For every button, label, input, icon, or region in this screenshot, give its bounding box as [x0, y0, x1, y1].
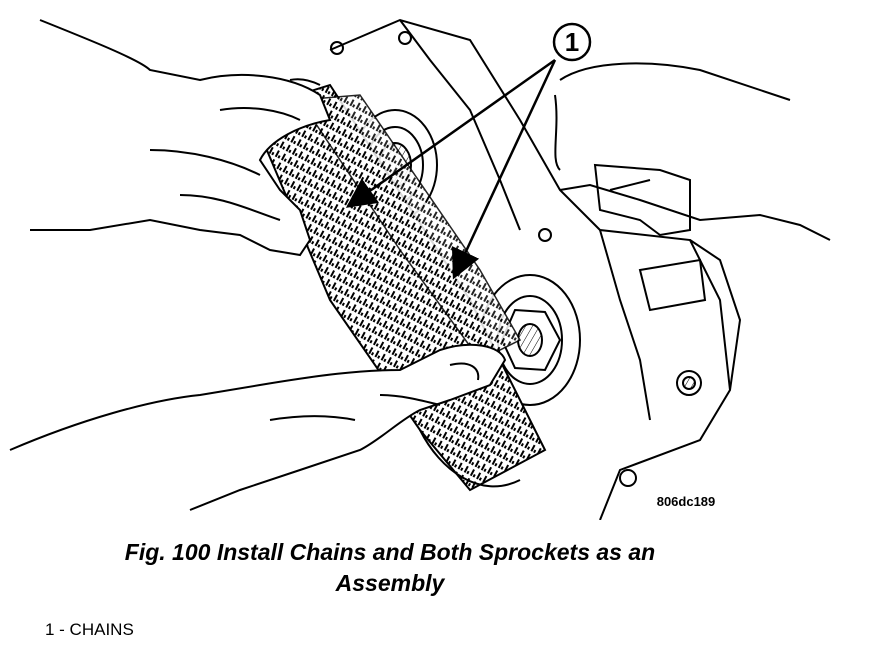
arrow-icon	[345, 58, 556, 208]
technical-illustration: 1 806dc189	[9, 18, 831, 520]
callout-arrows	[345, 58, 557, 280]
figure-id: 806dc189	[657, 494, 716, 509]
figure-caption: Fig. 100 Install Chains and Both Sprocke…	[40, 537, 740, 599]
upper-hand	[30, 19, 332, 257]
arrow-icon	[451, 59, 557, 280]
callout-marker: 1	[552, 22, 592, 62]
callout-number: 1	[565, 27, 579, 57]
caption-line-1: Fig. 100 Install Chains and Both Sprocke…	[124, 539, 656, 565]
lower-hand	[9, 343, 507, 511]
transfer-case-housing	[329, 18, 831, 520]
caption-line-2: Assembly	[335, 570, 445, 596]
legend-item-chains: 1 - CHAINS	[45, 620, 134, 639]
legend: 1 - CHAINS	[45, 620, 134, 640]
chain-install-drawing: 1 806dc189	[9, 18, 831, 520]
